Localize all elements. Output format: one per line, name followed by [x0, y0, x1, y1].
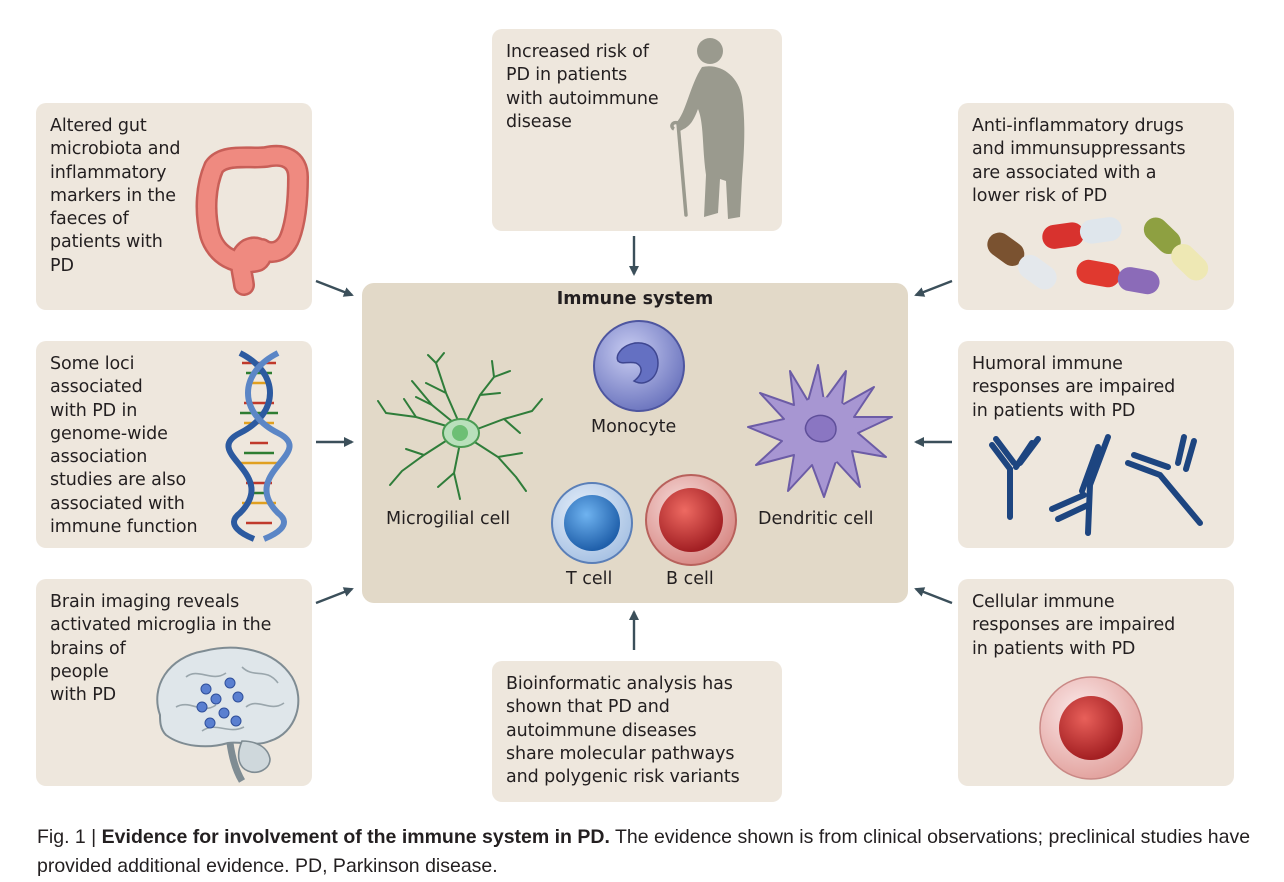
arrow-brain — [315, 587, 354, 605]
pills-icon — [987, 217, 1209, 295]
arrow-cellular — [914, 587, 953, 605]
arrow-gut — [315, 279, 354, 297]
drugs-text: Anti-inflammatory drugs and immunsuppres… — [972, 116, 1186, 206]
intestine-icon — [195, 144, 309, 296]
dendritic-cell-icon — [747, 364, 893, 498]
b-cell-label: B cell — [666, 569, 714, 589]
cell-icon — [1039, 676, 1143, 780]
bioinformatic-text: Bioinformatic analysis has shown that PD… — [506, 674, 740, 788]
panel-brain-imaging: Brain imaging reveals activated microgli… — [36, 579, 312, 786]
monocyte-label: Monocyte — [591, 417, 677, 437]
antibody-icon — [989, 434, 1203, 536]
caption-title: Evidence for involvement of the immune s… — [101, 826, 610, 848]
humoral-text: Humoral immune responses are impaired in… — [972, 354, 1176, 421]
immune-system-title: Immune system — [556, 289, 714, 309]
dendritic-cell-label: Dendritic cell — [758, 509, 874, 529]
brain-icon — [156, 646, 300, 783]
cellular-text: Cellular immune responses are impaired i… — [972, 592, 1176, 659]
microglial-cell-label: Microgilial cell — [386, 509, 511, 529]
panel-cellular-response: Cellular immune responses are impaired i… — [958, 579, 1234, 786]
caption-prefix: Fig. 1 | — [37, 826, 102, 848]
arrow-drugs — [914, 279, 953, 297]
t-cell-icon — [551, 482, 633, 564]
monocyte-icon — [593, 320, 685, 412]
brain-text: Brain imaging reveals activated microgli… — [50, 592, 272, 706]
figure-caption: Fig. 1 | Evidence for involvement of the… — [37, 823, 1257, 881]
immune-system-box: Immune system Microgilial cell Monocyte — [362, 283, 908, 603]
panel-humoral-response: Humoral immune responses are impaired in… — [958, 341, 1234, 548]
t-cell-label: T cell — [566, 569, 613, 589]
microglial-cell-icon — [377, 352, 543, 500]
caption-body: The evidence shown is from clinical obse… — [37, 826, 1251, 877]
autoimmune-text: Increased risk of PD in patients with au… — [506, 42, 659, 132]
panel-gut-microbiota: Altered gut microbiota and inflammatory … — [36, 103, 312, 310]
gut-text: Altered gut microbiota and inflammatory … — [50, 116, 181, 276]
b-cell-icon — [645, 474, 737, 566]
dna-helix-icon — [225, 350, 293, 542]
panel-bioinformatic: Bioinformatic analysis has shown that PD… — [492, 661, 782, 802]
elderly-person-icon — [670, 38, 745, 219]
panel-anti-inflammatory-drugs: Anti-inflammatory drugs and immunsuppres… — [958, 103, 1234, 310]
loci-text: Some loci associated with PD in genome-w… — [50, 354, 198, 538]
panel-autoimmune-risk: Increased risk of PD in patients with au… — [492, 29, 782, 231]
panel-gwas-loci: Some loci associated with PD in genome-w… — [36, 341, 312, 548]
